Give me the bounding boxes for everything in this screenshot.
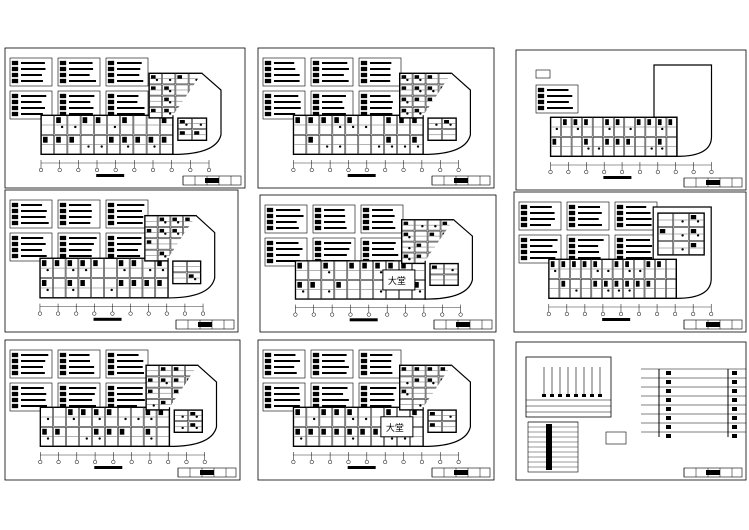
floor-plan [40,72,222,156]
room-label-lobby: 大堂 [386,422,404,434]
drawing-sheet-7 [4,339,241,481]
title-block [177,467,237,478]
title-block [431,467,491,478]
floor-plan [39,364,218,448]
drawing-title [349,318,378,322]
drawing-title [347,466,376,469]
drawing-title [93,317,122,321]
floor-plan [549,64,713,158]
drawing-title [603,176,632,179]
drawing-sheet-3 [515,49,747,191]
drawing-sheet-1 [4,47,246,189]
floor-plan [548,206,712,300]
title-block [683,467,743,478]
drawing-title [347,174,376,177]
drawing-title [96,174,125,177]
floor-plan [39,214,216,299]
room-label-lobby: 大堂 [388,275,406,287]
drawing-sheet-4 [4,189,239,333]
title-block [431,175,491,186]
title-block [683,319,743,330]
drawing-title [602,318,631,321]
drawing-sheet-9 [515,341,747,481]
title-block [433,319,493,330]
title-block [683,177,743,188]
drawing-sheet-8: 大堂 [257,339,495,481]
title-block [175,319,235,330]
drawing-sheet-5: 大堂 [259,194,497,333]
drawing-sheet-6 [513,191,747,333]
floor-plan [292,72,471,156]
floor-plan: 大堂 [294,219,473,300]
title-block [182,175,242,186]
drawing-sheet-2 [257,47,495,189]
drawing-title [94,466,123,469]
floor-plan: 大堂 [292,364,471,448]
